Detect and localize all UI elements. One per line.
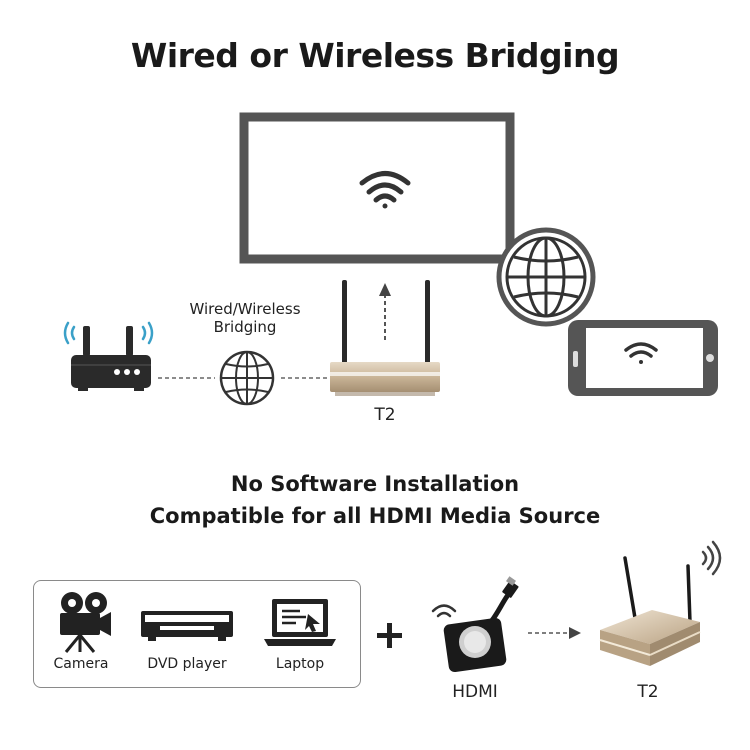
feature-line-2: Compatible for all HDMI Media Source: [149, 504, 601, 528]
bridging-label: Wired/Wireless Bridging: [170, 300, 320, 336]
router-signal-left-icon: [63, 321, 76, 345]
router-icon: [71, 326, 151, 391]
bridging-label-line2: Bridging: [213, 318, 277, 336]
page-title: Wired or Wireless Bridging: [130, 36, 620, 75]
camera-label: Camera: [53, 656, 109, 672]
hdmi-wifi-icon: [431, 604, 457, 618]
t2-receiver-bottom-icon: [599, 556, 701, 666]
transmit-arrow: [528, 627, 581, 639]
dvd-player-label: DVD player: [147, 656, 227, 672]
source-devices-box: [33, 580, 361, 688]
bridge-globe-icon: [219, 350, 275, 406]
t2-bottom-label: T2: [637, 682, 659, 702]
t2-label: T2: [374, 405, 396, 425]
hdmi-dongle-icon: [443, 576, 519, 673]
wifi-icon: [359, 171, 411, 209]
t2-receiver-icon: [330, 280, 440, 396]
router-signal-right-icon: [141, 321, 154, 345]
dvd-player-icon: [141, 611, 233, 641]
laptop-label: Laptop: [275, 656, 325, 672]
upload-arrow: [379, 283, 391, 340]
hdmi-label: HDMI: [452, 682, 498, 702]
phone-wifi-icon: [624, 342, 658, 364]
video-camera-icon: [60, 592, 111, 653]
smartphone-icon: [568, 320, 718, 396]
bridging-label-line1: Wired/Wireless: [189, 300, 301, 318]
globe-icon: [496, 227, 596, 327]
receiver-signal-icon: [701, 540, 722, 576]
laptop-icon: [264, 599, 336, 646]
feature-line-1: No Software Installation: [230, 472, 520, 496]
plus-icon: [377, 623, 402, 648]
